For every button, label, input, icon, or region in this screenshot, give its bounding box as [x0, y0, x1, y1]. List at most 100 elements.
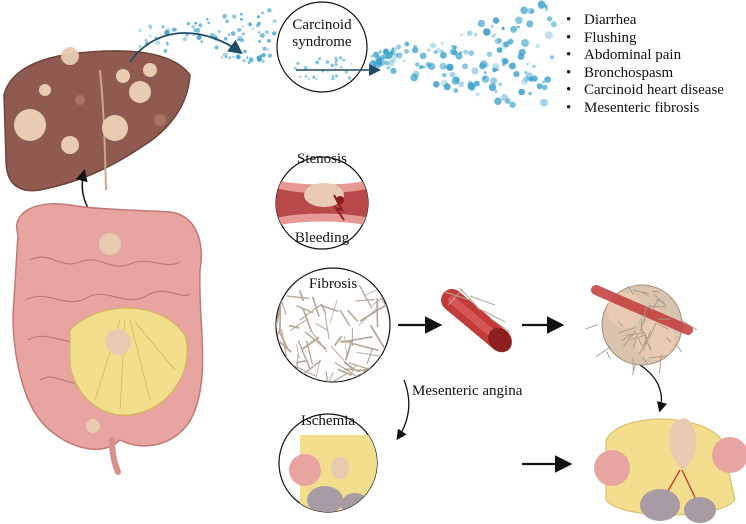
particle-dot: [536, 83, 543, 90]
particle-dot: [526, 62, 529, 66]
particle-dot: [192, 33, 195, 37]
particle-dot: [467, 82, 476, 90]
symptom-item: Flushing: [566, 30, 724, 48]
particle-dot: [239, 17, 243, 21]
fiber-strand: [312, 359, 321, 382]
fiber-strand: [639, 314, 647, 332]
particle-dot: [524, 71, 528, 74]
particle-dot: [440, 52, 447, 59]
particle-dot: [449, 71, 456, 78]
fiber-strand: [277, 325, 282, 336]
fiber-strand: [630, 334, 647, 341]
fiber-strand: [325, 371, 331, 382]
particle-dot: [241, 25, 244, 28]
particle-dot: [428, 62, 436, 71]
fiber-strand: [315, 322, 329, 332]
particle-dot: [547, 16, 553, 22]
particle-dot: [338, 56, 343, 60]
fiber-strand: [642, 309, 647, 318]
particle-dot: [510, 25, 518, 33]
fiber-strand: [648, 355, 669, 359]
particle-dot: [494, 89, 498, 94]
particle-dot: [494, 97, 502, 105]
particle-dot: [255, 23, 260, 28]
particle-dot: [342, 58, 346, 62]
liver-to-syndrome-arrow: [129, 32, 243, 63]
particle-dot: [451, 77, 460, 85]
particle-dot: [518, 88, 525, 96]
particle-dot: [251, 27, 255, 31]
particle-dot: [296, 61, 300, 65]
fiber-strand: [344, 343, 352, 361]
fiber-strand: [288, 362, 316, 377]
particle-dot: [542, 84, 548, 91]
fiber-strand: [642, 357, 648, 364]
particle-dot: [195, 27, 201, 33]
fiber-strand: [347, 309, 359, 323]
particle-dot: [455, 52, 463, 60]
particle-dot: [473, 32, 478, 37]
particle-dot: [537, 1, 546, 10]
fiber-strand: [606, 351, 611, 360]
fiber-strand: [647, 322, 657, 341]
particle-dot: [515, 16, 523, 25]
fiber-strand: [625, 332, 644, 336]
particle-dot: [138, 44, 142, 48]
particle-dot: [501, 57, 508, 64]
particle-dot: [148, 24, 153, 29]
particle-dot: [542, 80, 546, 84]
particle-dot: [206, 18, 209, 21]
particle-dot: [391, 56, 397, 63]
particle-dot: [272, 31, 277, 36]
particle-dot: [498, 82, 503, 87]
particle-dot: [441, 42, 444, 45]
particle-dot: [433, 81, 440, 88]
particle-dot: [379, 58, 387, 66]
fibrosis-to-ischemia-arrow: [396, 379, 410, 441]
particle-dot: [222, 13, 227, 19]
fiber-strand: [637, 337, 645, 351]
particle-dot: [521, 39, 529, 47]
particle-dot: [466, 30, 473, 37]
particle-dot: [261, 59, 265, 63]
particle-dot: [430, 42, 437, 49]
particle-dot: [493, 33, 497, 36]
particle-dot: [491, 34, 496, 39]
particle-dot: [237, 27, 242, 33]
fiber-strand: [278, 340, 292, 353]
particle-dot: [299, 75, 302, 78]
symptom-list: Diarrhea Flushing Abdominal pain Broncho…: [566, 12, 724, 117]
particle-dot: [422, 65, 426, 69]
stenosis-label: Stenosis: [296, 151, 347, 167]
particle-dot: [391, 48, 394, 51]
fiber-strand: [348, 341, 379, 352]
fiber-strand: [320, 303, 327, 315]
fiber-strand: [627, 285, 634, 295]
particle-dot: [267, 8, 272, 13]
particle-dot: [530, 9, 535, 14]
particle-dot: [460, 33, 463, 37]
fiber-strand: [339, 309, 351, 327]
fiber-strand: [276, 376, 278, 382]
particle-dot: [223, 36, 228, 41]
particle-dot: [267, 53, 272, 58]
particle-dot: [537, 0, 546, 9]
particle-dot: [477, 19, 486, 28]
fiber-strand: [359, 304, 387, 322]
fiber-strand: [333, 335, 343, 347]
particle-dot: [520, 6, 528, 15]
fiber-strand: [298, 289, 305, 302]
particle-dot: [501, 26, 505, 31]
symptom-item: Abdominal pain: [566, 47, 724, 65]
fiber-strand: [295, 359, 308, 364]
particle-dot: [241, 32, 245, 36]
particle-dot: [490, 77, 498, 85]
particle-dot: [243, 49, 247, 54]
particle-dot: [334, 74, 338, 78]
particle-dot: [384, 60, 390, 66]
particle-dot: [198, 23, 203, 28]
particle-dot: [550, 21, 557, 28]
particle-dot: [496, 68, 500, 72]
particle-dot: [194, 30, 197, 33]
fiber-strand: [388, 361, 390, 380]
